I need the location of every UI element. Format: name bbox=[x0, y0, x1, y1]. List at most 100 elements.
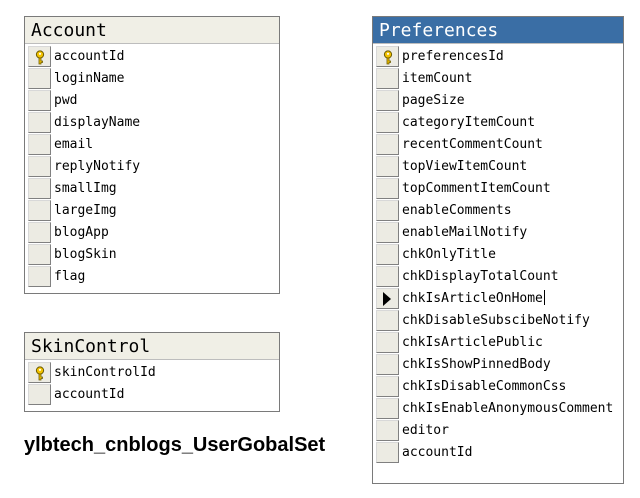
skincontrol-table[interactable]: SkinControl skinControlId accountId bbox=[24, 332, 280, 412]
row-selector[interactable] bbox=[376, 134, 399, 155]
row-selector[interactable] bbox=[28, 90, 51, 111]
column-name: email bbox=[54, 137, 94, 152]
key-icon bbox=[35, 366, 45, 381]
column-name: editor bbox=[402, 423, 449, 438]
column-row[interactable]: email bbox=[25, 134, 279, 156]
skincontrol-table-title: SkinControl bbox=[25, 333, 279, 360]
column-row[interactable]: replyNotify bbox=[25, 156, 279, 178]
column-row[interactable]: skinControlId bbox=[25, 362, 279, 384]
row-selector[interactable] bbox=[376, 354, 399, 375]
column-name: chkOnlyTitle bbox=[402, 247, 496, 262]
column-row[interactable]: loginName bbox=[25, 68, 279, 90]
row-selector[interactable] bbox=[376, 200, 399, 221]
column-name: topViewItemCount bbox=[402, 159, 528, 174]
column-name: flag bbox=[54, 269, 86, 284]
column-name: chkIsDisableCommonCss bbox=[402, 379, 567, 394]
column-row[interactable]: topViewItemCount bbox=[373, 156, 623, 178]
column-row[interactable]: recentCommentCount bbox=[373, 134, 623, 156]
row-selector[interactable] bbox=[28, 384, 51, 405]
key-icon bbox=[383, 50, 393, 65]
column-name: largeImg bbox=[54, 203, 117, 218]
row-selector[interactable] bbox=[28, 156, 51, 177]
key-icon bbox=[35, 50, 45, 65]
column-row[interactable]: itemCount bbox=[373, 68, 623, 90]
column-row[interactable]: chkIsArticleOnHome bbox=[373, 288, 623, 310]
row-selector[interactable] bbox=[28, 362, 51, 383]
column-row[interactable]: pwd bbox=[25, 90, 279, 112]
row-selector[interactable] bbox=[28, 266, 51, 287]
row-selector[interactable] bbox=[376, 222, 399, 243]
column-row[interactable]: chkOnlyTitle bbox=[373, 244, 623, 266]
row-selector[interactable] bbox=[376, 310, 399, 331]
column-name: pageSize bbox=[402, 93, 465, 108]
diagram-caption: ylbtech_cnblogs_UserGobalSet bbox=[24, 434, 326, 456]
column-name: accountId bbox=[54, 387, 125, 402]
column-name: pwd bbox=[54, 93, 78, 108]
column-row[interactable]: topCommentItemCount bbox=[373, 178, 623, 200]
column-row[interactable]: pageSize bbox=[373, 90, 623, 112]
row-selector[interactable] bbox=[376, 332, 399, 353]
column-row[interactable]: chkIsArticlePublic bbox=[373, 332, 623, 354]
column-name: recentCommentCount bbox=[402, 137, 543, 152]
column-row[interactable]: accountId bbox=[373, 442, 623, 464]
column-row[interactable]: accountId bbox=[25, 384, 279, 406]
column-name: replyNotify bbox=[54, 159, 141, 174]
row-selector[interactable] bbox=[28, 68, 51, 89]
row-selector[interactable] bbox=[28, 244, 51, 265]
column-name: skinControlId bbox=[54, 365, 156, 380]
row-selector[interactable] bbox=[28, 112, 51, 133]
row-selector[interactable] bbox=[376, 68, 399, 89]
column-row[interactable]: largeImg bbox=[25, 200, 279, 222]
column-row[interactable]: flag bbox=[25, 266, 279, 288]
column-name: blogApp bbox=[54, 225, 109, 240]
row-selector[interactable] bbox=[376, 376, 399, 397]
column-name: smallImg bbox=[54, 181, 117, 196]
column-name: enableComments bbox=[402, 203, 512, 218]
row-selector[interactable] bbox=[376, 178, 399, 199]
row-selector[interactable] bbox=[28, 134, 51, 155]
row-selector[interactable] bbox=[28, 46, 51, 67]
column-name: chkIsArticlePublic bbox=[402, 335, 543, 350]
text-caret bbox=[543, 290, 545, 305]
row-selector[interactable] bbox=[376, 398, 399, 419]
row-selector[interactable] bbox=[28, 178, 51, 199]
column-row[interactable]: chkDisplayTotalCount bbox=[373, 266, 623, 288]
row-selector[interactable] bbox=[376, 156, 399, 177]
column-row[interactable]: smallImg bbox=[25, 178, 279, 200]
row-selector[interactable] bbox=[376, 112, 399, 133]
column-name: displayName bbox=[54, 115, 141, 130]
row-selector[interactable] bbox=[376, 244, 399, 265]
column-name: chkIsArticleOnHome bbox=[402, 290, 545, 306]
column-row[interactable]: blogApp bbox=[25, 222, 279, 244]
row-selector[interactable] bbox=[376, 288, 399, 309]
column-row[interactable]: blogSkin bbox=[25, 244, 279, 266]
column-row[interactable]: accountId bbox=[25, 46, 279, 68]
preferences-table-title: Preferences bbox=[373, 17, 623, 44]
column-row[interactable]: enableMailNotify bbox=[373, 222, 623, 244]
column-row[interactable]: chkIsDisableCommonCss bbox=[373, 376, 623, 398]
row-selector[interactable] bbox=[376, 46, 399, 67]
column-row[interactable]: preferencesId bbox=[373, 46, 623, 68]
column-row[interactable]: editor bbox=[373, 420, 623, 442]
column-row[interactable]: chkIsEnableAnonymousComment bbox=[373, 398, 623, 420]
column-name: enableMailNotify bbox=[402, 225, 528, 240]
column-name: blogSkin bbox=[54, 247, 117, 262]
skincontrol-columns: skinControlId accountId bbox=[25, 362, 279, 406]
column-row[interactable]: enableComments bbox=[373, 200, 623, 222]
column-name: chkDisableSubscibeNotify bbox=[402, 313, 590, 328]
row-selector[interactable] bbox=[376, 266, 399, 287]
row-selector[interactable] bbox=[376, 90, 399, 111]
column-row[interactable]: displayName bbox=[25, 112, 279, 134]
row-selector[interactable] bbox=[376, 420, 399, 441]
column-row[interactable]: categoryItemCount bbox=[373, 112, 623, 134]
row-selector[interactable] bbox=[28, 200, 51, 221]
column-row[interactable]: chkIsShowPinnedBody bbox=[373, 354, 623, 376]
column-row[interactable]: chkDisableSubscibeNotify bbox=[373, 310, 623, 332]
row-selector[interactable] bbox=[28, 222, 51, 243]
row-selector[interactable] bbox=[376, 442, 399, 463]
column-name: chkIsShowPinnedBody bbox=[402, 357, 551, 372]
column-name: categoryItemCount bbox=[402, 115, 536, 130]
